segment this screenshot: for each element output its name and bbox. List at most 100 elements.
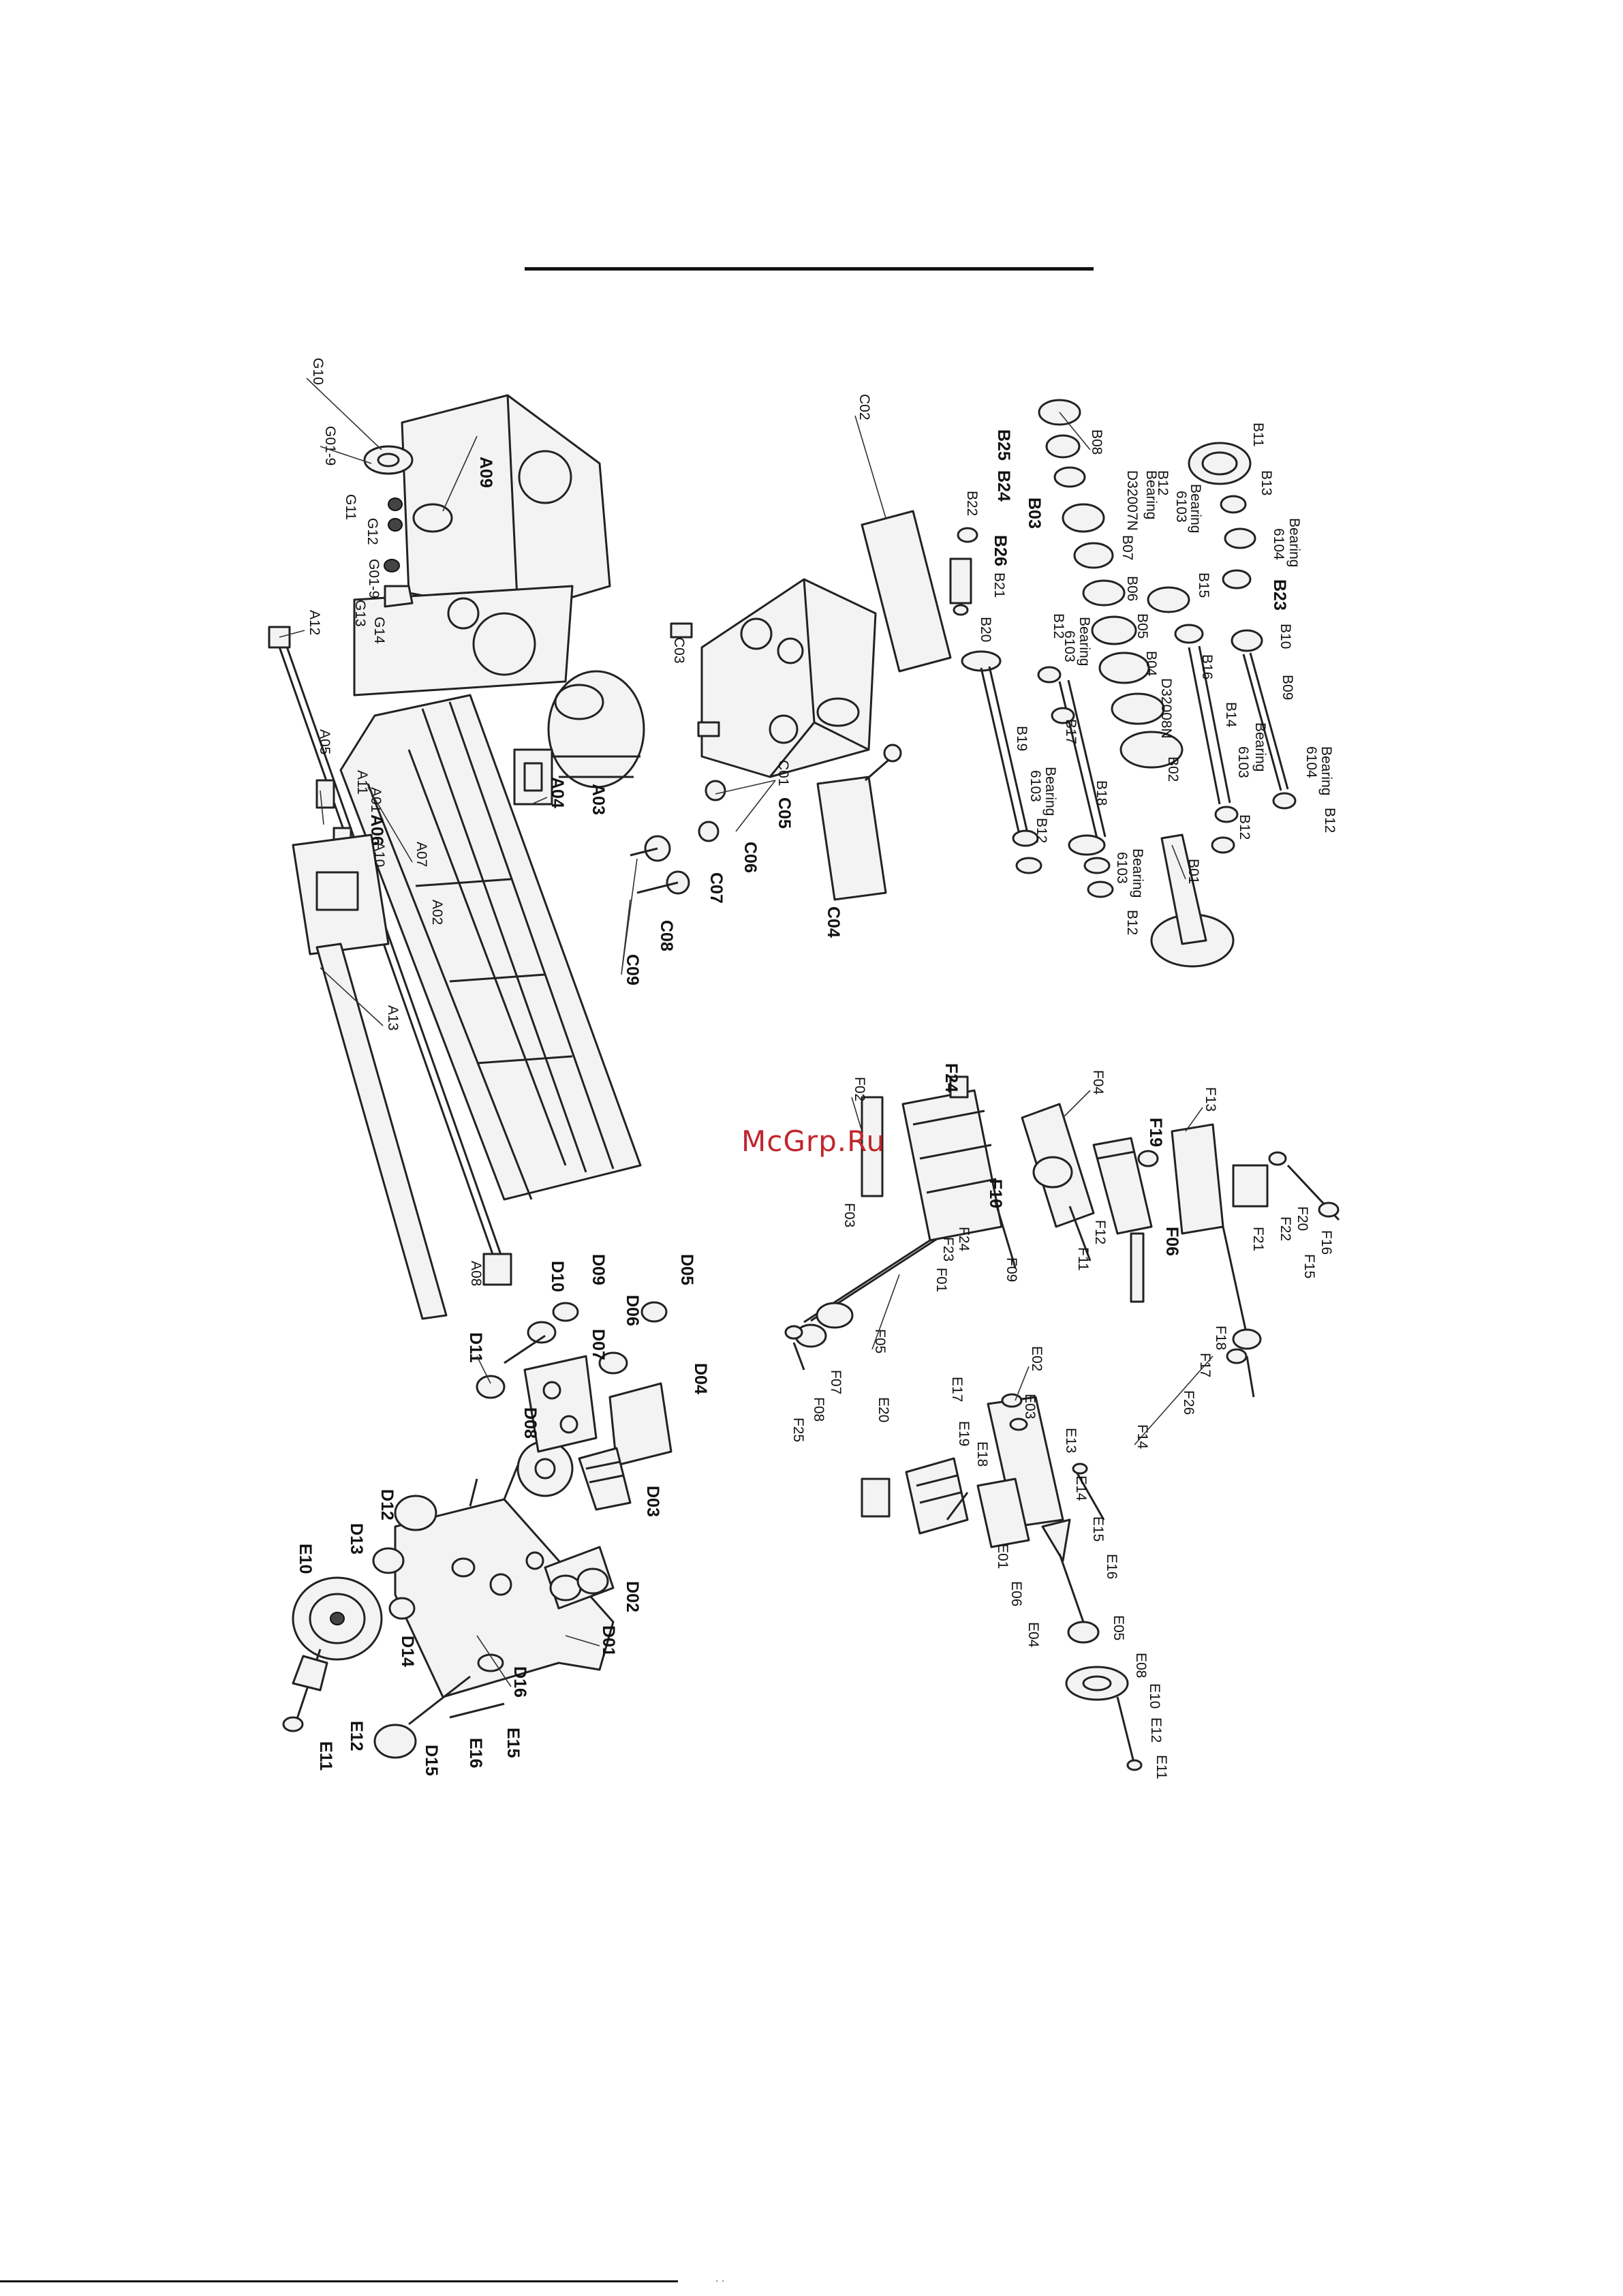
label-e18: E18 bbox=[974, 1441, 990, 1467]
label-b04: B04 bbox=[1143, 651, 1159, 677]
label-6104-a: 6104 bbox=[1271, 528, 1286, 560]
label-b25: B25 bbox=[994, 429, 1013, 461]
part-tailstock-clamp bbox=[1041, 1518, 1071, 1562]
label-b12-e: B12 bbox=[1237, 814, 1252, 840]
label-6103-c: 6103 bbox=[1114, 852, 1130, 884]
group-d-apron bbox=[282, 1301, 673, 1759]
label-b08: B08 bbox=[1089, 429, 1104, 455]
group-b-spindle bbox=[949, 399, 1297, 968]
label-e10: E10 bbox=[296, 1544, 315, 1574]
label-f08: F08 bbox=[811, 1397, 826, 1422]
label-e04: E04 bbox=[1025, 1622, 1041, 1648]
label-c04: C04 bbox=[824, 906, 843, 938]
label-d02: D02 bbox=[623, 1581, 642, 1612]
part-apron-box bbox=[292, 833, 390, 955]
label-e03: E03 bbox=[1022, 1394, 1038, 1419]
label-b14: B14 bbox=[1223, 702, 1239, 728]
label-e02: E02 bbox=[1029, 1346, 1045, 1371]
label-f03: F03 bbox=[841, 1203, 857, 1227]
label-b05: B05 bbox=[1134, 613, 1150, 639]
label-f20: F20 bbox=[1295, 1206, 1310, 1231]
label-b09: B09 bbox=[1280, 675, 1295, 700]
label-g12: G12 bbox=[365, 518, 380, 545]
label-bearing-b07: Bearing bbox=[1143, 470, 1159, 519]
label-e15: E15 bbox=[504, 1728, 523, 1758]
part-labels: G10 G01-9 G11 G12 G01-9 G13 G14 A09 A12 … bbox=[296, 358, 1338, 1779]
label-d12: D12 bbox=[377, 1489, 397, 1520]
label-e16: E16 bbox=[1104, 1554, 1119, 1579]
label-c01: C01 bbox=[775, 760, 791, 786]
label-a13: A13 bbox=[385, 1005, 401, 1030]
label-e20: E20 bbox=[876, 1397, 891, 1422]
label-c06: C06 bbox=[741, 842, 760, 873]
label-6103-e: 6103 bbox=[1235, 746, 1251, 778]
label-g13: G13 bbox=[352, 600, 368, 627]
label-a02: A02 bbox=[429, 900, 445, 925]
part-cross-slide bbox=[901, 1089, 1003, 1242]
label-f01: F01 bbox=[933, 1268, 949, 1292]
part-pulley bbox=[363, 445, 414, 475]
label-d15: D15 bbox=[422, 1745, 441, 1776]
label-e06: E06 bbox=[1008, 1581, 1024, 1606]
label-e14: E14 bbox=[1073, 1475, 1089, 1501]
label-a07: A07 bbox=[414, 842, 429, 867]
group-c-gearbox bbox=[630, 510, 952, 901]
label-d14: D14 bbox=[398, 1636, 417, 1667]
label-b22: B22 bbox=[964, 491, 980, 516]
label-d09: D09 bbox=[589, 1254, 608, 1285]
part-lead-screw bbox=[275, 637, 499, 1268]
label-f04: F04 bbox=[1090, 1070, 1106, 1095]
label-e15: E15 bbox=[1090, 1516, 1106, 1542]
label-f15: F15 bbox=[1301, 1254, 1317, 1279]
group-a-bed-assembly bbox=[268, 394, 645, 1320]
label-d16: D16 bbox=[510, 1666, 529, 1698]
label-e05: E05 bbox=[1111, 1615, 1126, 1640]
label-b20: B20 bbox=[978, 617, 993, 642]
label-6103-a: 6103 bbox=[1062, 630, 1077, 662]
part-tailstock-handwheel bbox=[1065, 1666, 1129, 1701]
label-bearing-d: Bearing bbox=[1188, 484, 1203, 533]
label-b07: B07 bbox=[1119, 535, 1135, 560]
label-b12-b: B12 bbox=[1034, 818, 1049, 843]
label-f24-a: F24 bbox=[942, 1063, 961, 1092]
label-d13: D13 bbox=[347, 1523, 366, 1555]
label-b03: B03 bbox=[1025, 498, 1044, 529]
label-e16: E16 bbox=[466, 1738, 485, 1768]
label-b11: B11 bbox=[1250, 423, 1266, 447]
label-bearing-f: Bearing bbox=[1286, 518, 1302, 567]
part-chip-tray bbox=[816, 776, 887, 901]
label-b23: B23 bbox=[1270, 579, 1289, 611]
label-b18: B18 bbox=[1094, 780, 1109, 806]
label-d07: D07 bbox=[589, 1329, 608, 1360]
label-d32008n: D32008N bbox=[1158, 678, 1174, 739]
label-f25: F25 bbox=[790, 1418, 806, 1442]
label-e01: E01 bbox=[995, 1544, 1010, 1569]
label-d01: D01 bbox=[599, 1625, 618, 1657]
label-e13: E13 bbox=[1063, 1428, 1079, 1453]
label-bearing-g: Bearing bbox=[1318, 746, 1334, 795]
label-bearing-a: Bearing bbox=[1077, 617, 1092, 666]
label-g01-9-a: G01-9 bbox=[322, 426, 338, 465]
label-6104-b: 6104 bbox=[1303, 746, 1319, 778]
label-a09: A09 bbox=[476, 457, 495, 488]
part-gearbox-cover bbox=[861, 510, 952, 673]
label-b19: B19 bbox=[1014, 726, 1030, 751]
label-e08: E08 bbox=[1133, 1653, 1149, 1678]
label-b21: B21 bbox=[991, 572, 1007, 598]
label-f05: F05 bbox=[872, 1329, 888, 1353]
label-d10: D10 bbox=[548, 1261, 567, 1292]
label-f02: F02 bbox=[852, 1077, 867, 1101]
label-b26: B26 bbox=[991, 535, 1010, 566]
label-bearing-c: Bearing bbox=[1130, 848, 1145, 898]
label-d06: D06 bbox=[623, 1295, 642, 1326]
label-e19: E19 bbox=[956, 1421, 972, 1446]
label-g14: G14 bbox=[371, 617, 387, 644]
label-bearing-b: Bearing bbox=[1042, 767, 1058, 816]
label-6103-d: 6103 bbox=[1173, 491, 1189, 523]
label-d05: D05 bbox=[677, 1254, 696, 1285]
label-b10: B10 bbox=[1278, 624, 1293, 649]
part-lathe-bed bbox=[339, 694, 642, 1201]
label-6103-b: 6103 bbox=[1027, 770, 1043, 802]
label-a04: A04 bbox=[548, 777, 567, 808]
label-f11: F11 bbox=[1075, 1247, 1091, 1271]
